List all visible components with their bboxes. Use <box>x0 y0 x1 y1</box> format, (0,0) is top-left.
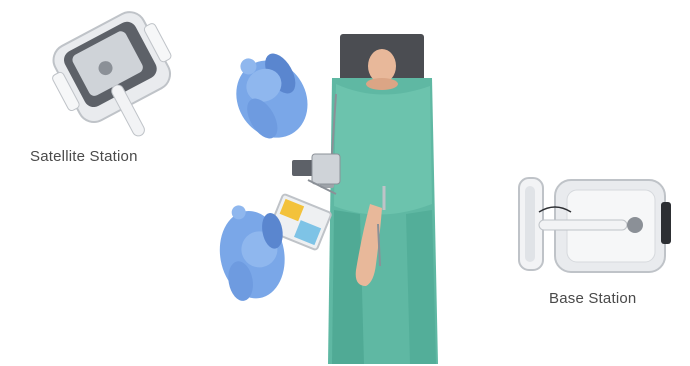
instrument-stand <box>288 150 348 200</box>
surgeon-bottom <box>206 198 306 308</box>
base-station-label: Base Station <box>549 290 636 307</box>
satellite-station-device <box>30 8 190 148</box>
surgeon-top <box>218 40 328 150</box>
satellite-station-label: Satellite Station <box>30 148 138 165</box>
base-station-device <box>515 172 675 282</box>
